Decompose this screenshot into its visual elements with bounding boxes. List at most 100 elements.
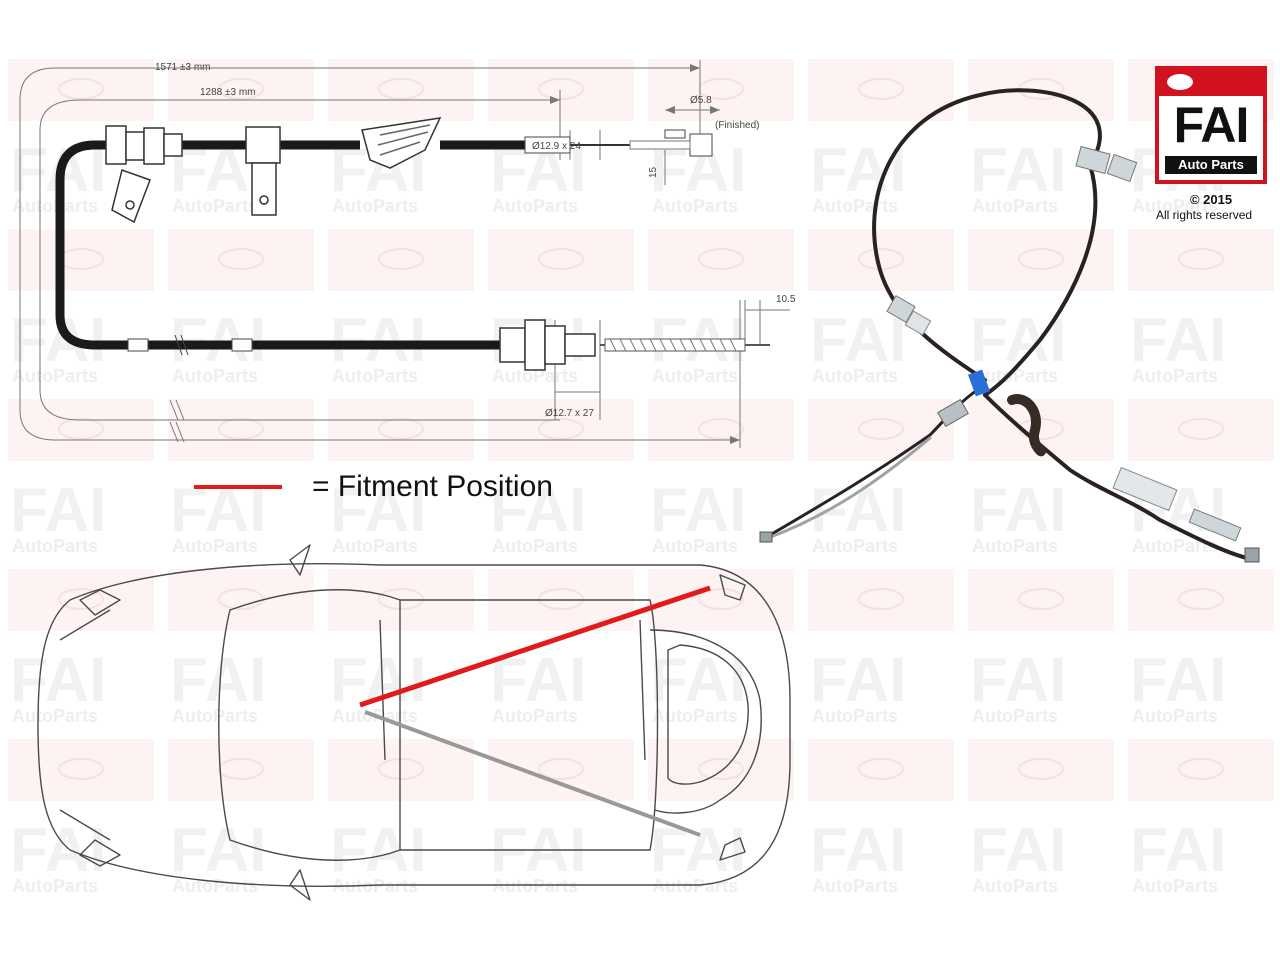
cable-assembly — [55, 129, 770, 356]
watermark-text: FAI — [970, 476, 1066, 545]
watermark-subtext: AutoParts — [652, 536, 738, 556]
watermark-subtext: AutoParts — [172, 196, 258, 216]
fai-logo: FAI Auto Parts — [1155, 66, 1267, 184]
rights-text: All rights reserved — [1156, 208, 1253, 222]
watermark-subtext: AutoParts — [12, 536, 98, 556]
watermark-subtext: AutoParts — [332, 876, 418, 896]
watermark-subtext: AutoParts — [812, 876, 898, 896]
dim-small: 15 — [648, 166, 659, 178]
cable-route-other — [364, 710, 701, 837]
watermark-text: FAI — [810, 136, 906, 205]
watermark-text: FAI — [10, 646, 106, 715]
legend-swatch — [194, 485, 282, 489]
watermark-text: FAI — [810, 646, 906, 715]
car-outline — [37, 544, 791, 901]
watermark-subtext: AutoParts — [12, 706, 98, 726]
watermark-text: FAI — [330, 646, 426, 715]
watermark-subtext: AutoParts — [492, 706, 578, 726]
watermark-subtext: AutoParts — [12, 196, 98, 216]
watermark-subtext: AutoParts — [332, 366, 418, 386]
watermark-subtext: AutoParts — [492, 536, 578, 556]
watermark-text: FAI — [1130, 306, 1226, 375]
dim-end: 10.5 — [776, 294, 796, 305]
dim-inner-length: 1288 ±3 mm — [200, 87, 256, 98]
watermark-subtext: AutoParts — [172, 876, 258, 896]
watermark-text: FAI — [170, 646, 266, 715]
watermark-text: FAI — [330, 476, 426, 545]
watermark-subtext: AutoParts — [172, 706, 258, 726]
watermark-text: FAI — [1130, 816, 1226, 885]
watermark-subtext: AutoParts — [172, 366, 258, 386]
watermark-text: FAI — [650, 816, 746, 885]
watermark-text: FAI — [1130, 646, 1226, 715]
dim-ferrule-top: Ø12.9 x 24 — [532, 141, 581, 152]
watermark-subtext: AutoParts — [332, 536, 418, 556]
mounting-bracket-left — [105, 125, 183, 224]
logo-panel: FAI Auto Parts — [1159, 96, 1263, 180]
watermark-subtext: AutoParts — [972, 706, 1058, 726]
watermark-subtext: AutoParts — [172, 536, 258, 556]
fitment-position-line — [359, 585, 711, 708]
watermark-text: FAI — [810, 816, 906, 885]
watermark-subtext: AutoParts — [652, 196, 738, 216]
logo-subtext: Auto Parts — [1165, 156, 1257, 174]
watermark-subtext: AutoParts — [332, 196, 418, 216]
watermark-subtext: AutoParts — [972, 196, 1058, 216]
copyright-block: © 2015 All rights reserved — [1156, 192, 1276, 222]
watermark-subtext: AutoParts — [12, 366, 98, 386]
watermark-text: FAI — [650, 476, 746, 545]
watermark-subtext: AutoParts — [492, 196, 578, 216]
watermark-subtext: AutoParts — [652, 876, 738, 896]
dimension-arrows — [550, 64, 740, 444]
watermark-text: FAI — [10, 476, 106, 545]
mounting-bracket-mid — [245, 126, 281, 216]
dimension-labels: 1571 ±3 mm 1288 ±3 mm Ø5.8 (Finished) Ø1… — [155, 62, 796, 419]
dim-diameter-tip: Ø5.8 — [690, 95, 712, 106]
dim-ferrule-bottom: Ø12.7 x 27 — [545, 408, 594, 419]
watermark-text: FAI — [650, 646, 746, 715]
watermark-text: FAI — [810, 306, 906, 375]
watermark-subtext: AutoParts — [812, 706, 898, 726]
watermark-subtext: AutoParts — [652, 706, 738, 726]
legend-label: = Fitment Position — [312, 470, 553, 503]
watermark-text: FAI — [970, 646, 1066, 715]
watermark-subtext: AutoParts — [492, 366, 578, 386]
logo-text: FAI — [1173, 97, 1250, 153]
watermark-subtext: AutoParts — [1132, 706, 1218, 726]
watermark-subtext: AutoParts — [1132, 876, 1218, 896]
dimension-frame — [19, 60, 790, 448]
watermark-subtext: AutoParts — [972, 876, 1058, 896]
copyright-year: © 2015 — [1189, 192, 1233, 207]
watermark-text: FAI — [490, 476, 586, 545]
watermark-subtext: AutoParts — [972, 366, 1058, 386]
watermark-subtext: AutoParts — [812, 536, 898, 556]
watermark-subtext: AutoParts — [492, 876, 578, 896]
watermark-subtext: AutoParts — [972, 536, 1058, 556]
grommet-top — [361, 117, 442, 169]
